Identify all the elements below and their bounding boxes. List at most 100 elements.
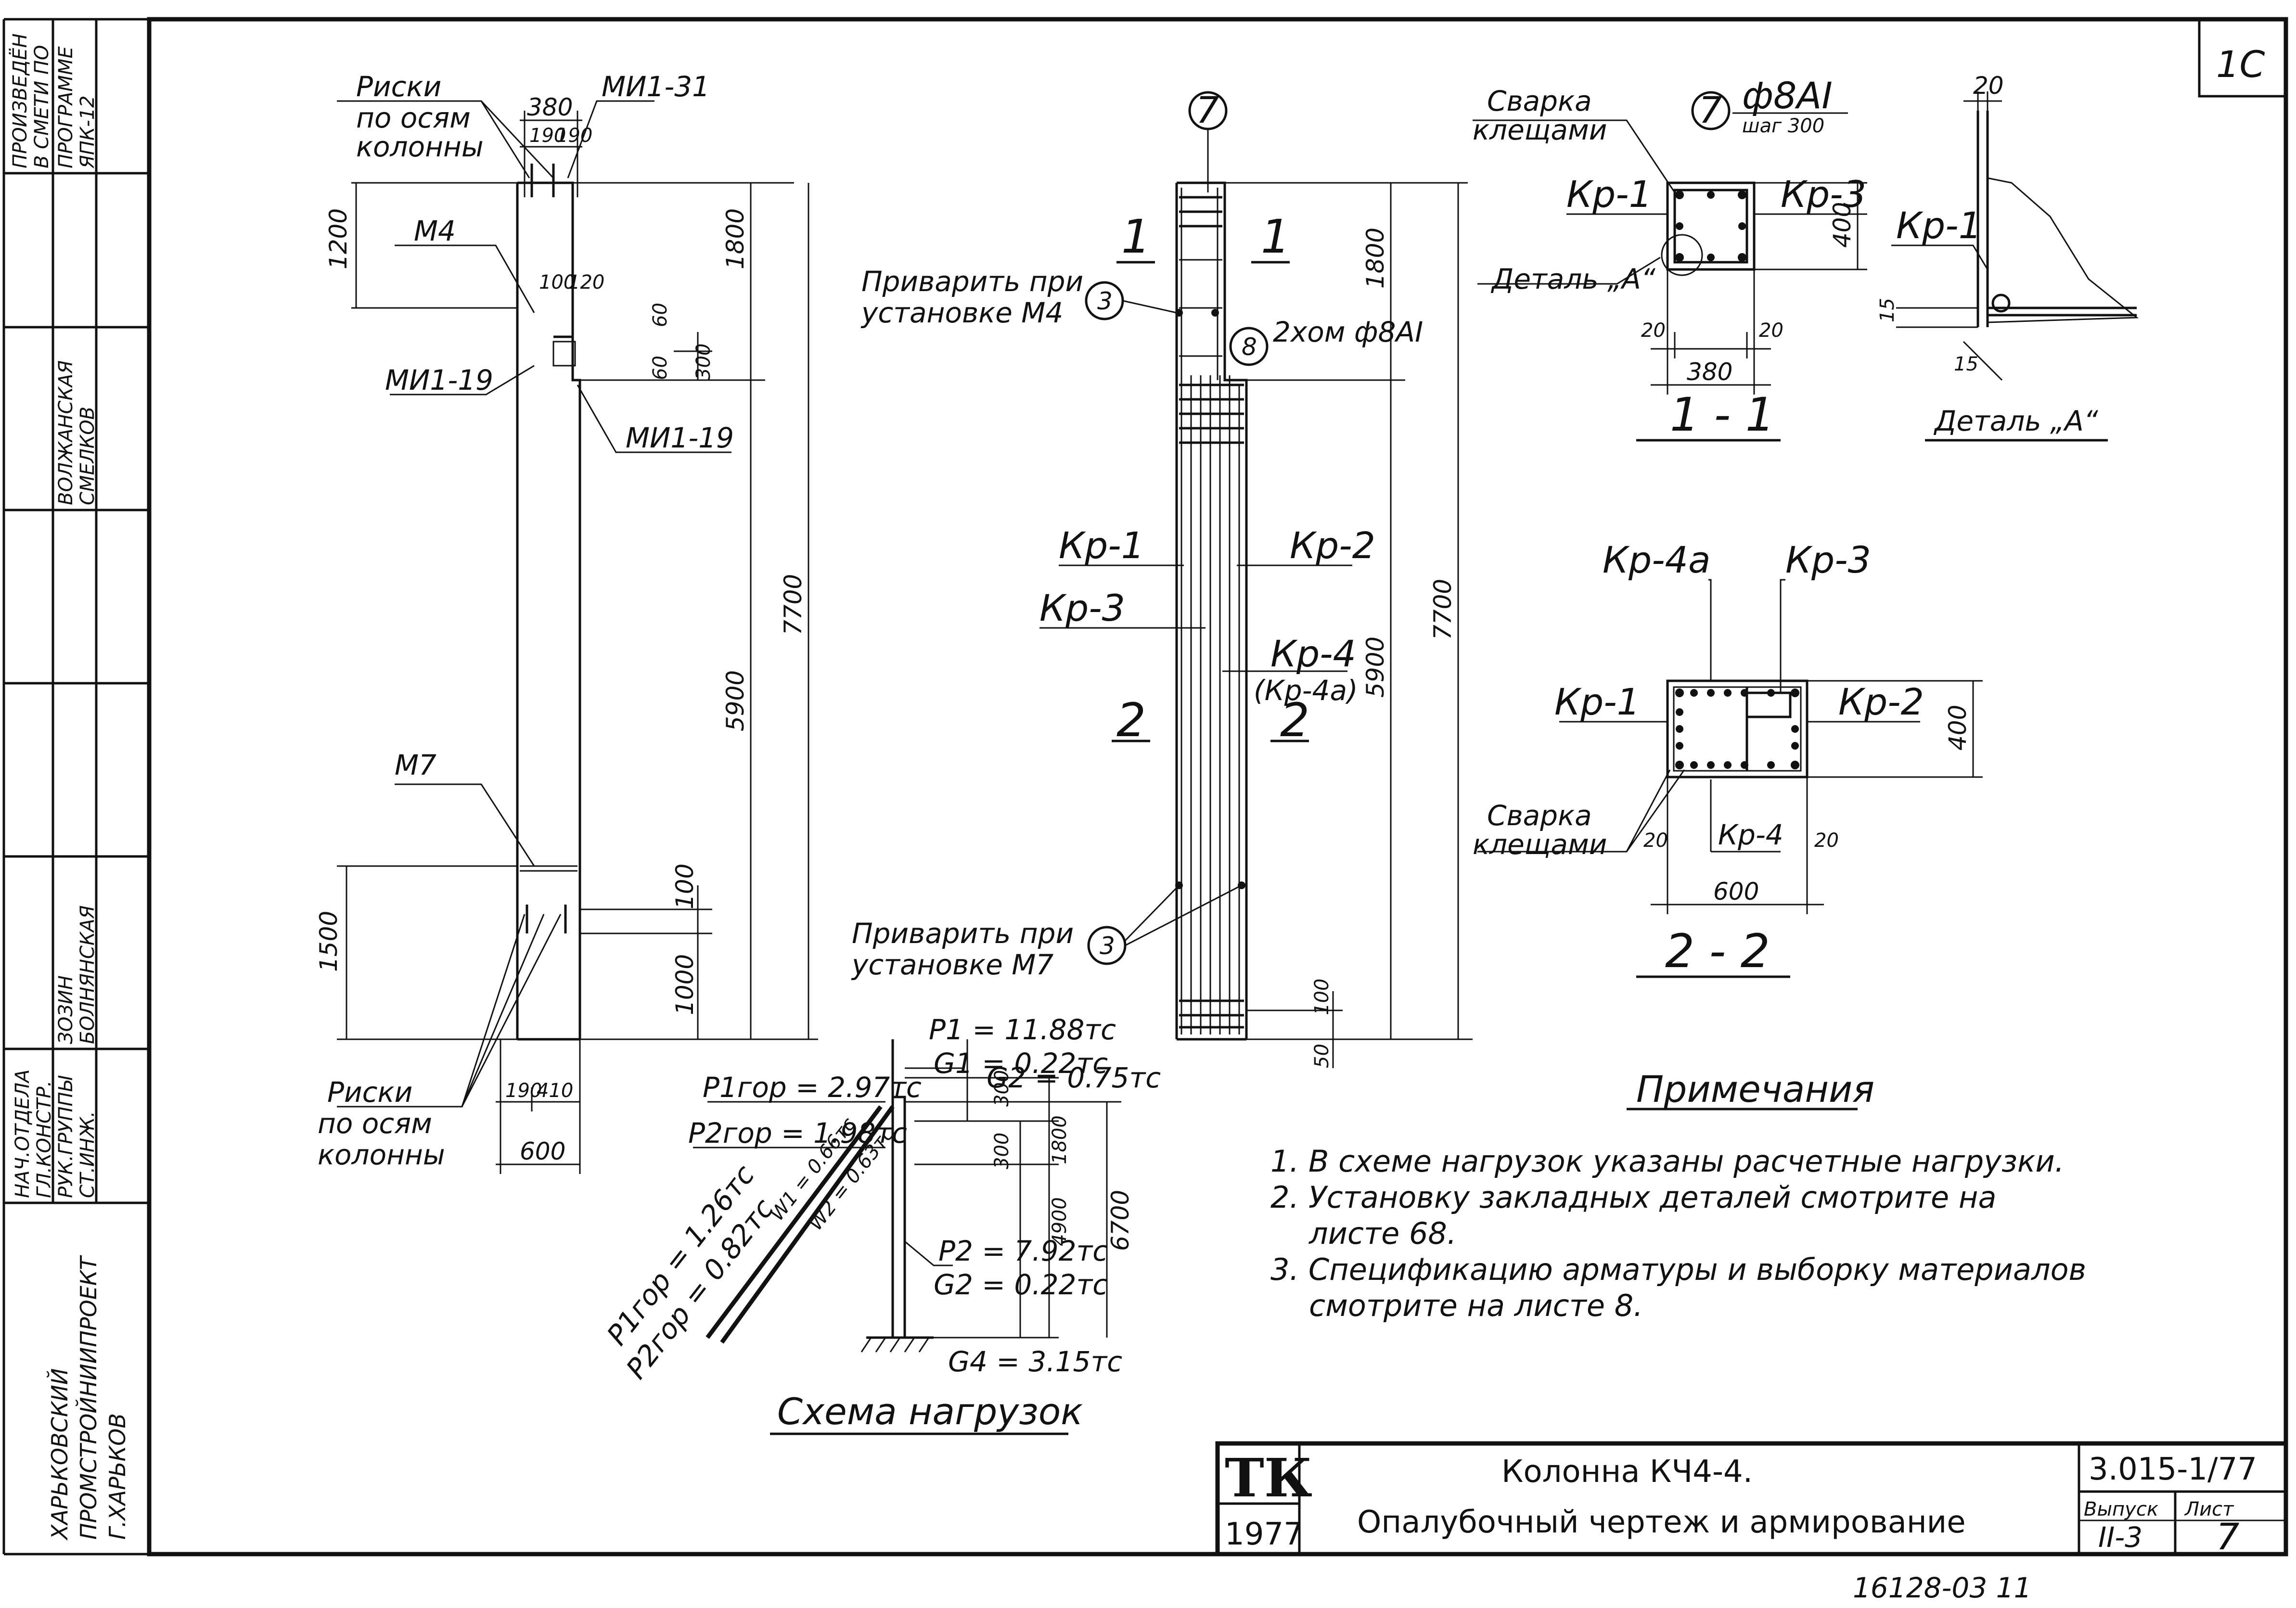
dim-bottom-width: 600: [520, 1137, 565, 1165]
load-g1: G1 = 0.22тс: [934, 1047, 1108, 1080]
section-1-1-bar: ф8АI: [1742, 74, 1833, 117]
title-block-year: 1977: [1225, 1517, 1303, 1552]
section-1-1-pos7: 7: [1699, 89, 1722, 131]
reinf-kr3: Кр-3: [1039, 587, 1125, 629]
section-1-1-weld-2: клещами: [1473, 114, 1607, 146]
side-stamp: ПРОИЗВЕДЁН В СМЕТИ ПО ПРОГРАММЕ ЯПК-12 Н…: [4, 19, 149, 1541]
reinf-pos3-bottom: 3: [1100, 932, 1115, 960]
reinf-dim-1800: 1800: [1361, 228, 1389, 289]
section-2-2-kr4a: Кр-4а: [1603, 538, 1711, 581]
title-block-issue: II-3: [2098, 1521, 2142, 1554]
section-2-2: [1477, 579, 1983, 978]
formwork-riski-top-1: Риски: [356, 70, 441, 103]
load-p2x: P2гор = 1.98тс: [688, 1117, 907, 1149]
reinf-dim-5900: 5900: [1361, 637, 1389, 698]
load-dim-6700: 6700: [1106, 1190, 1134, 1251]
load-scheme: [693, 1039, 1121, 1435]
section-2-2-kr4: Кр-4: [1718, 818, 1783, 851]
side-stamp-org-1: ХАРЬКОВСКИЙ: [47, 1368, 73, 1541]
reinf-pos3-top: 3: [1097, 287, 1113, 315]
side-stamp-role-1: НАЧ.ОТДЕЛА: [12, 1070, 34, 1198]
note-3-cont: смотрите на листе 8.: [1309, 1288, 1643, 1323]
section-2-2-dim-w: 600: [1713, 878, 1759, 906]
side-stamp-org-2: ПРОМСТРОЙНИИПРОЕКТ: [76, 1255, 102, 1540]
load-dim-300b: 300: [991, 1133, 1013, 1169]
title-block-issue-label: Выпуск: [2084, 1498, 2158, 1520]
sheet-mark: 1С: [2216, 43, 2265, 86]
side-stamp-person-1: ЗОЗИН: [55, 975, 77, 1044]
dim-100b: 100: [671, 864, 699, 909]
section-2-2-weld-1: Сварка: [1487, 799, 1592, 832]
reinf-section1-left: 1: [1121, 210, 1151, 264]
reinf-kr1: Кр-1: [1059, 524, 1144, 567]
dim-1200: 1200: [324, 208, 352, 269]
reinf-weld-m7-1: Приварить при: [852, 917, 1074, 950]
side-stamp-row-2: В СМЕТИ ПО: [31, 45, 53, 168]
dim-1000: 1000: [671, 954, 699, 1015]
note-2: 2. Установку закладных деталей смотрите …: [1270, 1180, 1996, 1215]
detail-a-dim-a: 15: [1876, 298, 1898, 322]
side-stamp-row-4: ЯПК-12: [77, 95, 99, 169]
dim-1500: 1500: [315, 911, 343, 972]
dim-top-width: 380: [527, 93, 573, 121]
section-1-1-step: шаг 300: [1742, 115, 1824, 137]
section-1-1-weld-1: Сварка: [1487, 85, 1592, 117]
section-1-1-dim-w: 380: [1687, 358, 1732, 386]
formwork-riski-top-2: по осям: [356, 102, 471, 134]
section-1-1-detail-ref: Деталь „А“: [1490, 263, 1656, 295]
reinf-dim-7700: 7700: [1429, 579, 1457, 640]
reinf-kr4: Кр-4: [1270, 632, 1356, 675]
load-g2: G2 = 0.22тс: [934, 1268, 1108, 1301]
section-2-2-dim-h: 400: [1944, 705, 1972, 751]
dim-120: 120: [568, 271, 604, 294]
dim-100: 100: [539, 271, 576, 294]
dim-top-a: 190: [529, 125, 566, 147]
dim-top-b: 190: [556, 125, 592, 147]
section-1-1-kr1: Кр-1: [1566, 173, 1652, 216]
title-block: [1215, 1441, 2288, 1557]
side-stamp-person-4: СМЕЛКОВ: [77, 407, 99, 505]
dim-300: 300: [693, 344, 715, 380]
stirrups: [1179, 196, 1244, 1029]
load-dim-1800: 1800: [1049, 1115, 1071, 1164]
reinf-weld-m7-2: установке М7: [851, 948, 1053, 981]
reinf-pos7: 7: [1196, 89, 1219, 131]
side-stamp-role-3: РУК.ГРУППЫ: [55, 1075, 77, 1198]
section-2-2-kr3: Кр-3: [1785, 538, 1871, 581]
reinf-section2-left: 2: [1116, 693, 1146, 747]
note-2-cont: листе 68.: [1308, 1216, 1457, 1251]
bottom-stamp: 16128-03 11: [1853, 1571, 2031, 1604]
reinf-weld-m4-1: Приварить при: [861, 265, 1083, 298]
side-stamp-person-2: БОЛНЯНСКАЯ: [77, 906, 99, 1044]
title-block-code: 3.015-1/77: [2089, 1452, 2257, 1487]
dim-bottom-a: 190: [505, 1080, 542, 1102]
load-dim-300: 300: [991, 1070, 1013, 1107]
section-2-2-kr1: Кр-1: [1554, 680, 1640, 723]
note-1: 1. В схеме нагрузок указаны расчетные на…: [1270, 1144, 2064, 1179]
side-stamp-row-3: ПРОГРАММЕ: [55, 46, 77, 168]
notes-title: Примечания: [1636, 1068, 1874, 1110]
load-g4: G4 = 3.15тс: [948, 1345, 1122, 1378]
label-mi1-19-right: МИ1-19: [626, 421, 734, 454]
label-mi1-31: МИ1-31: [602, 70, 710, 103]
detail-a-dim-b: 15: [1954, 353, 1978, 375]
detail-a: [1891, 91, 2139, 442]
dim-7700: 7700: [779, 574, 807, 635]
section-2-2-title: 2 - 2: [1665, 924, 1770, 978]
title-block-sheet: 7: [2216, 1515, 2239, 1558]
title-block-title-1: Колонна КЧ4-4.: [1501, 1454, 1753, 1490]
reinf-kr2: Кр-2: [1290, 524, 1375, 567]
label-m7: М7: [395, 749, 436, 781]
load-dim-4900: 4900: [1049, 1197, 1071, 1246]
load-p2: P2 = 7.92тс: [938, 1235, 1108, 1267]
title-block-title-2: Опалубочный чертеж и армирование: [1357, 1505, 1966, 1540]
reinf-section2-right: 2: [1280, 693, 1309, 747]
label-mi1-19-left: МИ1-19: [385, 364, 493, 396]
load-g2-top: G2 = 0.75тс: [987, 1061, 1161, 1094]
dim-bottom-b: 410: [537, 1080, 573, 1102]
side-stamp-person-3: ВОЛЖАНСКАЯ: [55, 360, 77, 505]
load-p1: P1 = 11.88тс: [929, 1013, 1116, 1046]
section-1-1-dim-b: 20: [1759, 319, 1783, 342]
section-1-1-dim-h: 400: [1828, 202, 1856, 248]
